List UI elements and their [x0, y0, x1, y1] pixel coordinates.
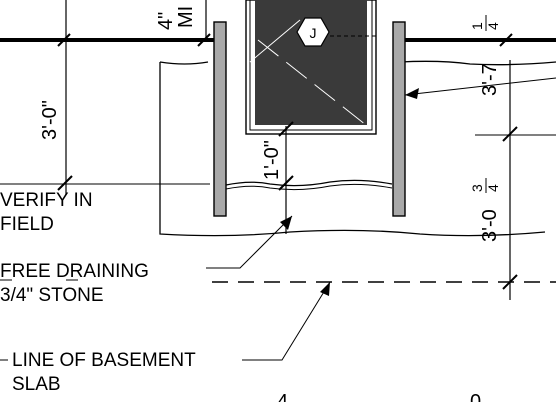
- arrow-right-post: [405, 88, 419, 99]
- tick-center-top: [278, 121, 294, 137]
- dim-top-right-ft: 3'-7: [479, 63, 501, 96]
- dim-right-frac-num: 3: [469, 184, 485, 192]
- post-right: [392, 21, 406, 217]
- dim-right-frac-den: 4: [485, 184, 501, 192]
- tick-left-top: [57, 33, 71, 47]
- bottom-num-left: 4: [277, 391, 288, 402]
- tick-right-top: [499, 33, 513, 47]
- note-slab-line2: SLAB: [12, 374, 61, 395]
- gravel-line: [225, 179, 393, 187]
- hex-tag-shape: [296, 17, 330, 47]
- arrow-slab: [320, 282, 330, 296]
- arrow-drain: [280, 216, 292, 230]
- note-drain-line2: 3/4" STONE: [0, 285, 104, 306]
- note-drain-line1: FREE DRAINING: [0, 261, 149, 282]
- dim-top-left-in: 4": [155, 12, 177, 30]
- leader-right-post: [404, 77, 556, 96]
- note-slab-line1: LINE OF BASEMENT: [12, 350, 196, 371]
- note-verify-line2: FIELD: [0, 214, 54, 235]
- leader-slab: [242, 281, 331, 361]
- pit-diagonal: [257, 39, 367, 126]
- tick-center-bottom: [278, 175, 294, 191]
- dim-top-left-min: MI: [175, 6, 197, 28]
- tick-left-top-2: [197, 33, 211, 47]
- dim-right-ft: 3'-0: [479, 209, 501, 242]
- excavation-outline: [159, 60, 556, 237]
- pit-leader: [249, 19, 301, 63]
- pit-frame-inner: [249, 0, 373, 131]
- gravel-line-2: [225, 183, 393, 191]
- dim-top-right-frac-den: 4: [485, 22, 501, 30]
- note-verify-line1: VERIFY IN: [0, 190, 93, 211]
- tick-right-mid: [502, 126, 518, 142]
- pit-frame-outer: [245, 0, 377, 135]
- dim-center-label: 1'-0": [261, 140, 283, 180]
- leader-drain: [206, 215, 293, 269]
- dim-left-label: 3'-0": [39, 100, 61, 140]
- hex-tag-label: J: [310, 25, 317, 41]
- tick-left-bottom: [57, 175, 73, 191]
- post-left: [213, 21, 227, 217]
- dim-top-right-frac-num: 1: [469, 22, 485, 30]
- bottom-num-right: 0: [470, 391, 481, 402]
